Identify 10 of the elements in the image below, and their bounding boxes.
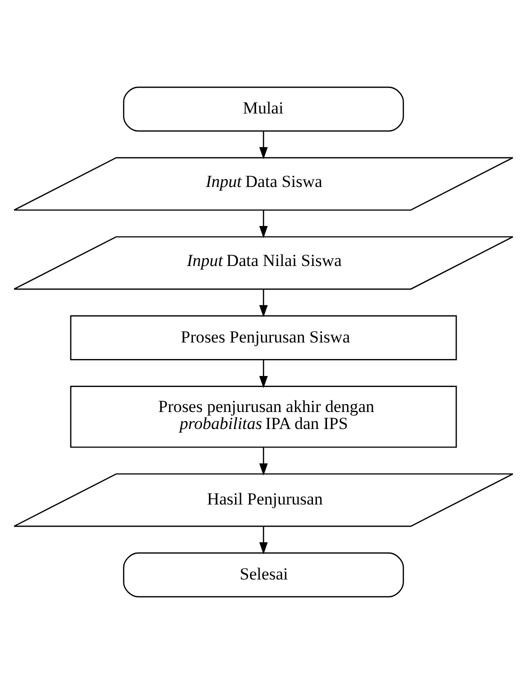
node-box: Proses Penjurusan Siswa xyxy=(70,315,456,360)
arrow xyxy=(258,360,268,388)
node-box: Proses penjurusan akhir dengan probabilitas IPA dan IPS xyxy=(70,386,456,448)
arrow xyxy=(258,526,268,554)
arrow xyxy=(258,289,268,318)
arrow xyxy=(258,210,268,238)
node-box: Selesai xyxy=(122,552,404,598)
node-box: Mulai xyxy=(122,86,404,132)
arrow xyxy=(258,447,268,476)
arrow xyxy=(258,131,268,160)
